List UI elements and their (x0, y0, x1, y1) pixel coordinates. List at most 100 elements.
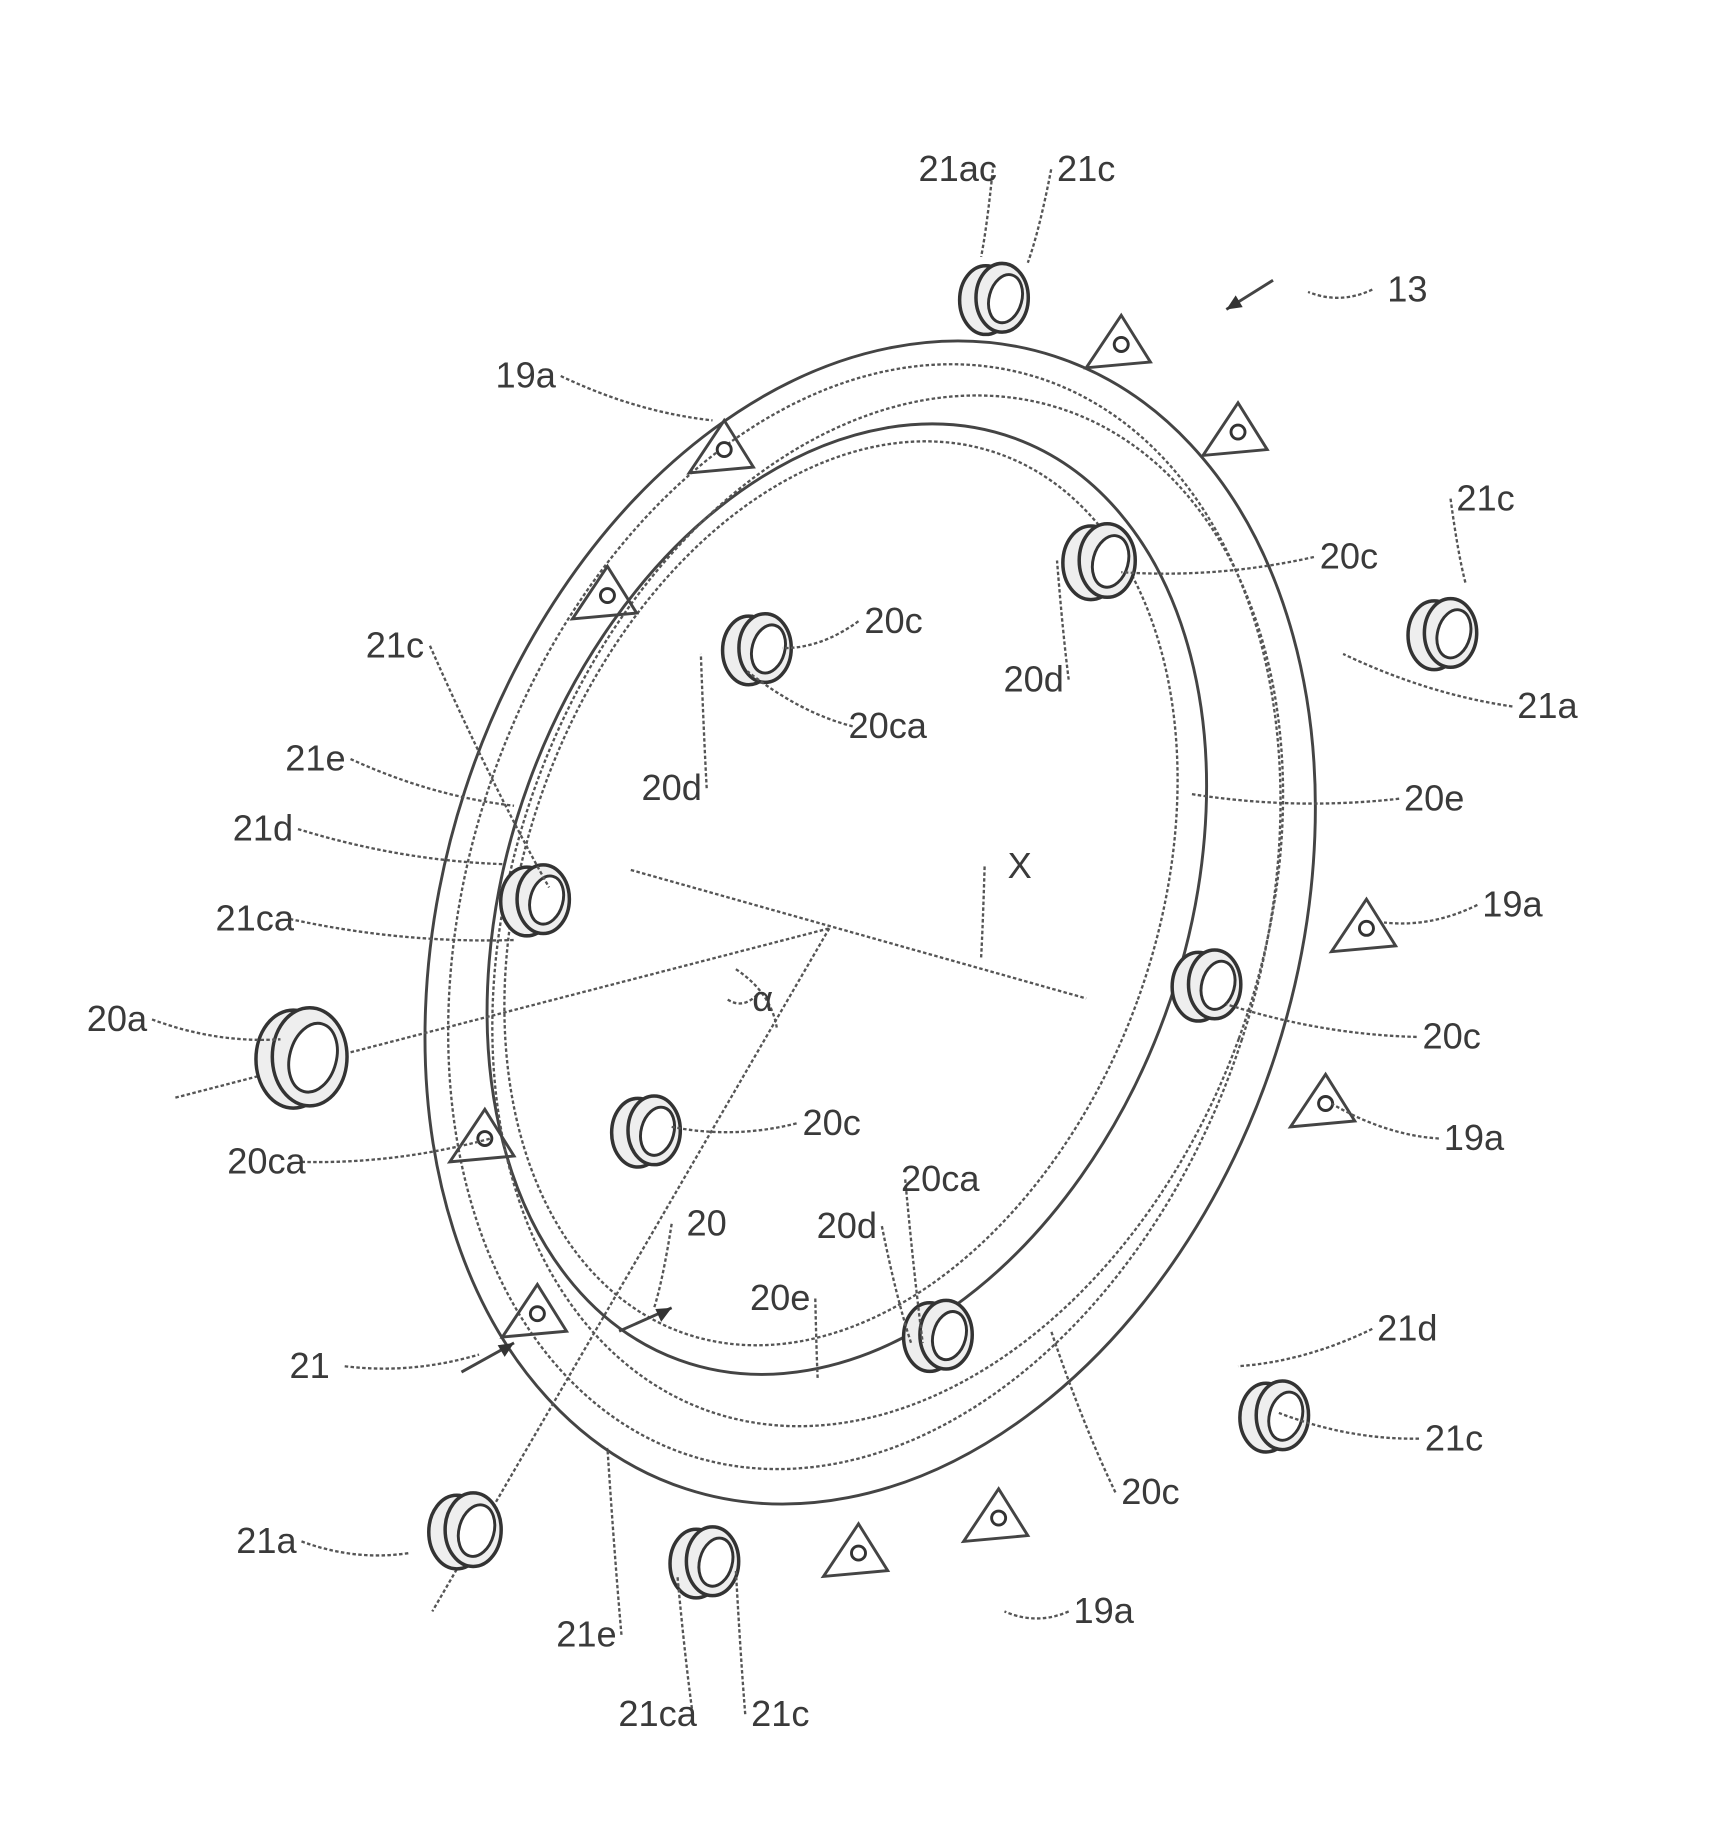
label-20ca: 20ca (901, 1158, 980, 1199)
leader-line (1278, 1411, 1420, 1440)
leader-line (1055, 560, 1070, 680)
nozzle-icon (957, 261, 1031, 337)
leader-line (746, 670, 853, 728)
leader-line (1383, 903, 1478, 925)
label-21c: 21c (1425, 1417, 1483, 1458)
leader-line (699, 653, 708, 789)
label-20a: 20a (87, 998, 148, 1039)
label-20ca: 20ca (227, 1141, 306, 1182)
reference-labels: 21ac 21c 13 19a 21c 20c 20c 20d 21a 20ca 21c 20d 21e… (87, 148, 1579, 1734)
leader-line (1003, 1610, 1070, 1620)
label-21d: 21d (1377, 1308, 1437, 1349)
lug-icon (1328, 896, 1399, 954)
nozzle-icon (1238, 1379, 1311, 1454)
leader-line (734, 1570, 747, 1715)
nozzle-icon (254, 1005, 349, 1110)
label-21a: 21a (1517, 685, 1578, 726)
arrows (460, 279, 1274, 1374)
label-21ac: 21ac (919, 148, 997, 189)
nozzle-icon (427, 1491, 503, 1571)
lug-icon (1083, 312, 1153, 370)
leader-line (782, 620, 860, 650)
lug-icon (686, 417, 756, 475)
leader-line (560, 374, 713, 422)
leader-line (151, 1018, 281, 1042)
nozzle-icon (1170, 948, 1243, 1023)
lug-icon (499, 1281, 570, 1339)
label-20c: 20c (1423, 1016, 1481, 1057)
label-21: 21 (290, 1345, 330, 1386)
leader-line (904, 1179, 924, 1344)
label-21c: 21c (1456, 477, 1514, 518)
label-21c: 21c (366, 624, 424, 665)
label-19a: 19a (1074, 1590, 1135, 1631)
leader-line (428, 645, 551, 889)
lug-icon (820, 1521, 891, 1579)
leader-line (814, 1298, 819, 1378)
label-alpha: α (752, 978, 773, 1019)
leader-line (1449, 498, 1467, 585)
label-21e: 21e (556, 1613, 616, 1654)
lug-icon (569, 563, 640, 621)
label-20: 20 (687, 1202, 727, 1243)
leader-line (1307, 288, 1373, 299)
label-20d: 20d (641, 767, 701, 808)
leader-line (301, 1137, 491, 1164)
label-19a: 19a (1444, 1117, 1505, 1158)
label-21d: 21d (233, 808, 293, 849)
nozzle-icon (498, 863, 572, 938)
lug-icon (1200, 400, 1270, 458)
leader-line (1026, 169, 1053, 264)
label-20c: 20c (1320, 536, 1378, 577)
label-21c: 21c (1057, 148, 1115, 189)
label-20c: 20c (1121, 1471, 1179, 1512)
nozzle-icon (668, 1525, 741, 1600)
leader-line (1342, 652, 1513, 708)
lug-icon (960, 1486, 1031, 1544)
leader-line (1225, 1003, 1417, 1039)
leader-line (1330, 1102, 1439, 1140)
nozzle-icon (609, 1094, 683, 1169)
mounting-lugs (446, 312, 1399, 1579)
label-x: X (1008, 845, 1032, 886)
leader-line (1121, 555, 1315, 575)
nozzle-icon (1061, 521, 1138, 602)
nozzles (254, 261, 1479, 1600)
leader-line (1237, 1327, 1373, 1368)
nozzle-icon (1406, 596, 1479, 672)
leader-line (301, 1540, 410, 1557)
label-21c: 21c (751, 1693, 809, 1734)
leader-line (289, 917, 515, 942)
leader-line (1191, 792, 1400, 805)
leader-line (671, 1122, 797, 1134)
leader-line (1050, 1330, 1117, 1493)
leader-line (727, 991, 761, 1005)
lug-icon (1287, 1071, 1358, 1129)
axis-lines (175, 868, 1087, 1613)
label-20d: 20d (1003, 658, 1063, 699)
nozzle-icon (720, 612, 793, 687)
label-20c: 20c (802, 1102, 860, 1143)
label-20d: 20d (817, 1205, 877, 1246)
label-19a: 19a (1482, 884, 1543, 925)
leader-line (344, 1353, 480, 1370)
leader-line (653, 1223, 673, 1309)
label-20e: 20e (750, 1277, 810, 1318)
label-21ca: 21ca (618, 1693, 697, 1734)
leader-line (676, 1576, 694, 1715)
lug-icon (446, 1106, 517, 1164)
label-19a: 19a (496, 355, 557, 396)
label-13: 13 (1387, 268, 1427, 309)
label-21ca: 21ca (216, 898, 295, 939)
label-20c: 20c (864, 600, 922, 641)
label-21e: 21e (285, 738, 345, 779)
leader-lines (151, 169, 1513, 1715)
leader-line (979, 866, 986, 958)
leader-line (297, 827, 503, 866)
label-20ca: 20ca (848, 705, 927, 746)
leader-line (880, 1225, 913, 1344)
leader-line (606, 1447, 623, 1635)
label-20e: 20e (1404, 777, 1464, 818)
nozzle-icon (901, 1298, 974, 1374)
